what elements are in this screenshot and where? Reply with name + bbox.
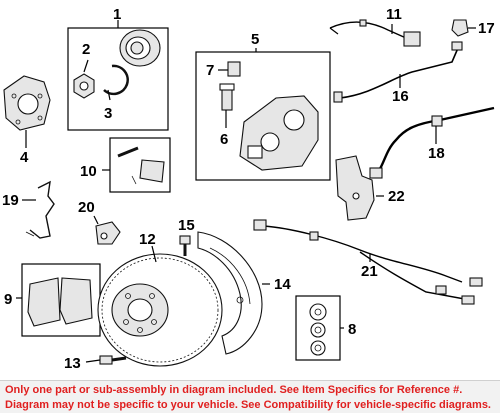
brake-pads: [27, 277, 93, 327]
brake-rotor: [97, 253, 223, 367]
nut: [73, 73, 95, 99]
callout-3: 3: [104, 105, 112, 122]
wear-sensor: [95, 221, 121, 245]
brake-line: [333, 41, 463, 103]
sensor-wire-harness: [329, 19, 421, 47]
callout-21: 21: [361, 263, 378, 280]
abs-sensor-cable: [253, 219, 483, 305]
callout-19: 19: [2, 192, 19, 209]
snap-ring: [103, 64, 129, 96]
callout-18: 18: [428, 145, 445, 162]
callout-15: 15: [178, 217, 195, 234]
callout-20: 20: [78, 199, 95, 216]
parts-diagram: 1 2 3 4 5 6 7 8 9 10 11 12 13 14 15 16 1…: [2, 6, 495, 372]
callout-17: 17: [478, 20, 495, 37]
hose-bracket: [335, 155, 375, 221]
anti-rattle-clip: [25, 180, 55, 239]
caliper-bleeder: [227, 61, 241, 77]
splash-shield: [197, 231, 263, 355]
callout-4: 4: [20, 149, 29, 166]
callout-14: 14: [274, 276, 291, 293]
callout-1: 1: [113, 6, 121, 23]
pad-hardware: [117, 146, 165, 185]
disclaimer-line-1: Only one part or sub-assembly in diagram…: [5, 384, 463, 396]
callout-9: 9: [4, 291, 12, 308]
callout-6: 6: [220, 131, 228, 148]
callout-7: 7: [206, 62, 214, 79]
callout-8: 8: [348, 321, 356, 338]
shield-bolt: [179, 235, 191, 256]
callout-16: 16: [392, 88, 409, 105]
guide-pin: [219, 83, 235, 111]
disclaimer-footer: Only one part or sub-assembly in diagram…: [0, 380, 500, 413]
disclaimer-line-2: Diagram may not be specific to your vehi…: [5, 399, 491, 411]
callout-2: 2: [82, 41, 90, 58]
callout-12: 12: [139, 231, 156, 248]
group-box-10: [109, 137, 171, 193]
group-box-5: [195, 51, 331, 181]
callout-13: 13: [64, 355, 81, 372]
caliper: [239, 95, 319, 171]
callout-22: 22: [388, 188, 405, 205]
callout-5: 5: [251, 31, 259, 48]
hose-clip: [451, 19, 469, 37]
hub-flange: [3, 75, 51, 131]
washers: [309, 303, 327, 356]
rotor-screw: [99, 355, 127, 365]
callout-11: 11: [386, 6, 402, 23]
brake-hose: [369, 106, 495, 179]
callout-10: 10: [80, 163, 97, 180]
hub-bearing: [119, 29, 161, 67]
